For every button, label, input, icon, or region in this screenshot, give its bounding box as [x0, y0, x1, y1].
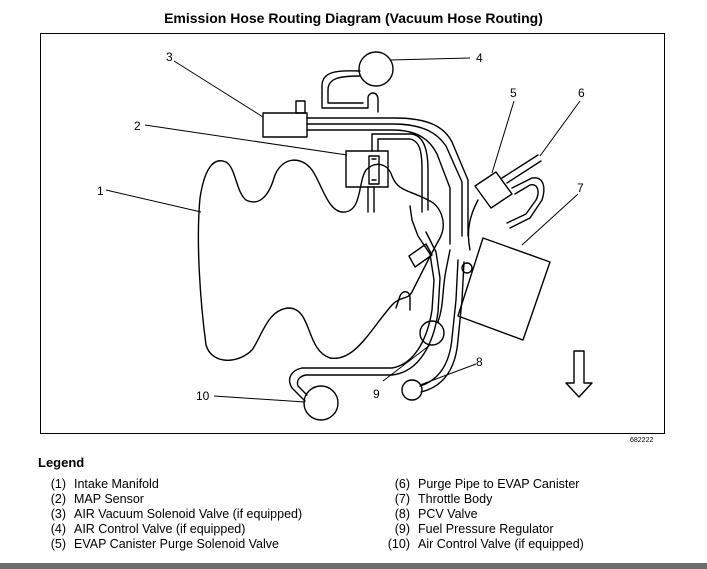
- legend-text: AIR Vacuum Solenoid Valve (if equipped): [74, 507, 303, 521]
- hose-solenoid3: [306, 117, 469, 237]
- legend-text: Air Control Valve (if equipped): [418, 537, 584, 551]
- legend-heading: Legend: [38, 455, 85, 470]
- evap-purge-solenoid-valve: [474, 171, 513, 209]
- purge-pipe: [501, 154, 542, 184]
- hose-pcv: [419, 259, 459, 387]
- air-control-valve-lower: [303, 385, 339, 421]
- pcv-valve: [401, 379, 423, 401]
- legend-num: (4): [50, 522, 66, 536]
- hose-valve4-loop: [321, 70, 379, 113]
- air-vacuum-solenoid-tab: [295, 100, 306, 114]
- legend-text: Throttle Body: [418, 492, 493, 506]
- legend-num: (8): [394, 507, 410, 521]
- legend-text: Purge Pipe to EVAP Canister: [418, 477, 580, 491]
- small-fitting: [461, 262, 473, 274]
- legend-item-6: (6) Purge Pipe to EVAP Canister: [380, 477, 580, 491]
- map-sensor-connector: [368, 155, 380, 185]
- legend-item-8: (8) PCV Valve: [380, 507, 478, 521]
- legend-num: (1): [50, 477, 66, 491]
- legend-text: Intake Manifold: [74, 477, 159, 491]
- inline-fitting: [408, 243, 433, 268]
- diagram-title: Emission Hose Routing Diagram (Vacuum Ho…: [164, 10, 543, 26]
- legend-text: AIR Control Valve (if equipped): [74, 522, 246, 536]
- fuel-pressure-regulator: [419, 320, 445, 346]
- air-vacuum-solenoid-valve: [262, 112, 308, 138]
- legend-item-1: (1) Intake Manifold: [38, 477, 159, 491]
- legend-text: Fuel Pressure Regulator: [418, 522, 554, 536]
- callout-2: 2: [134, 119, 141, 133]
- intake-manifold: [197, 159, 444, 361]
- callout-1: 1: [97, 184, 104, 198]
- legend-item-7: (7) Throttle Body: [380, 492, 493, 506]
- legend-num: (10): [387, 537, 410, 551]
- legend-item-5: (5) EVAP Canister Purge Solenoid Valve: [38, 537, 279, 551]
- legend-num: (6): [394, 477, 410, 491]
- figure-id: 682222: [630, 437, 654, 444]
- hose-air-control-lower: [288, 205, 435, 402]
- legend-num: (7): [394, 492, 410, 506]
- legend-item-4: (4) AIR Control Valve (if equipped): [38, 522, 246, 536]
- legend-num: (9): [394, 522, 410, 536]
- window-bottom-bar: [0, 563, 707, 569]
- air-control-valve-upper: [358, 51, 394, 87]
- diagram-frame: [40, 33, 665, 434]
- callout-5: 5: [510, 86, 517, 100]
- callout-9: 9: [373, 387, 380, 401]
- callout-3: 3: [166, 50, 173, 64]
- legend-text: EVAP Canister Purge Solenoid Valve: [74, 537, 279, 551]
- legend-item-3: (3) AIR Vacuum Solenoid Valve (if equippe…: [38, 507, 302, 521]
- direction-arrow: [565, 350, 593, 398]
- throttle-body: [457, 237, 551, 341]
- legend-num: (3): [50, 507, 66, 521]
- legend-item-10: (10) Air Control Valve (if equipped): [380, 537, 584, 551]
- callout-6: 6: [578, 86, 585, 100]
- legend-text: MAP Sensor: [74, 492, 144, 506]
- callout-10: 10: [196, 389, 210, 403]
- legend-text: PCV Valve: [418, 507, 478, 521]
- callout-7: 7: [577, 181, 584, 195]
- legend-num: (2): [50, 492, 66, 506]
- callout-8: 8: [476, 355, 483, 369]
- leader-lines: [105, 57, 581, 403]
- legend-item-2: (2) MAP Sensor: [38, 492, 144, 506]
- legend-num: (5): [50, 537, 66, 551]
- map-sensor: [345, 150, 389, 188]
- legend-item-9: (9) Fuel Pressure Regulator: [380, 522, 554, 536]
- callout-4: 4: [476, 51, 483, 65]
